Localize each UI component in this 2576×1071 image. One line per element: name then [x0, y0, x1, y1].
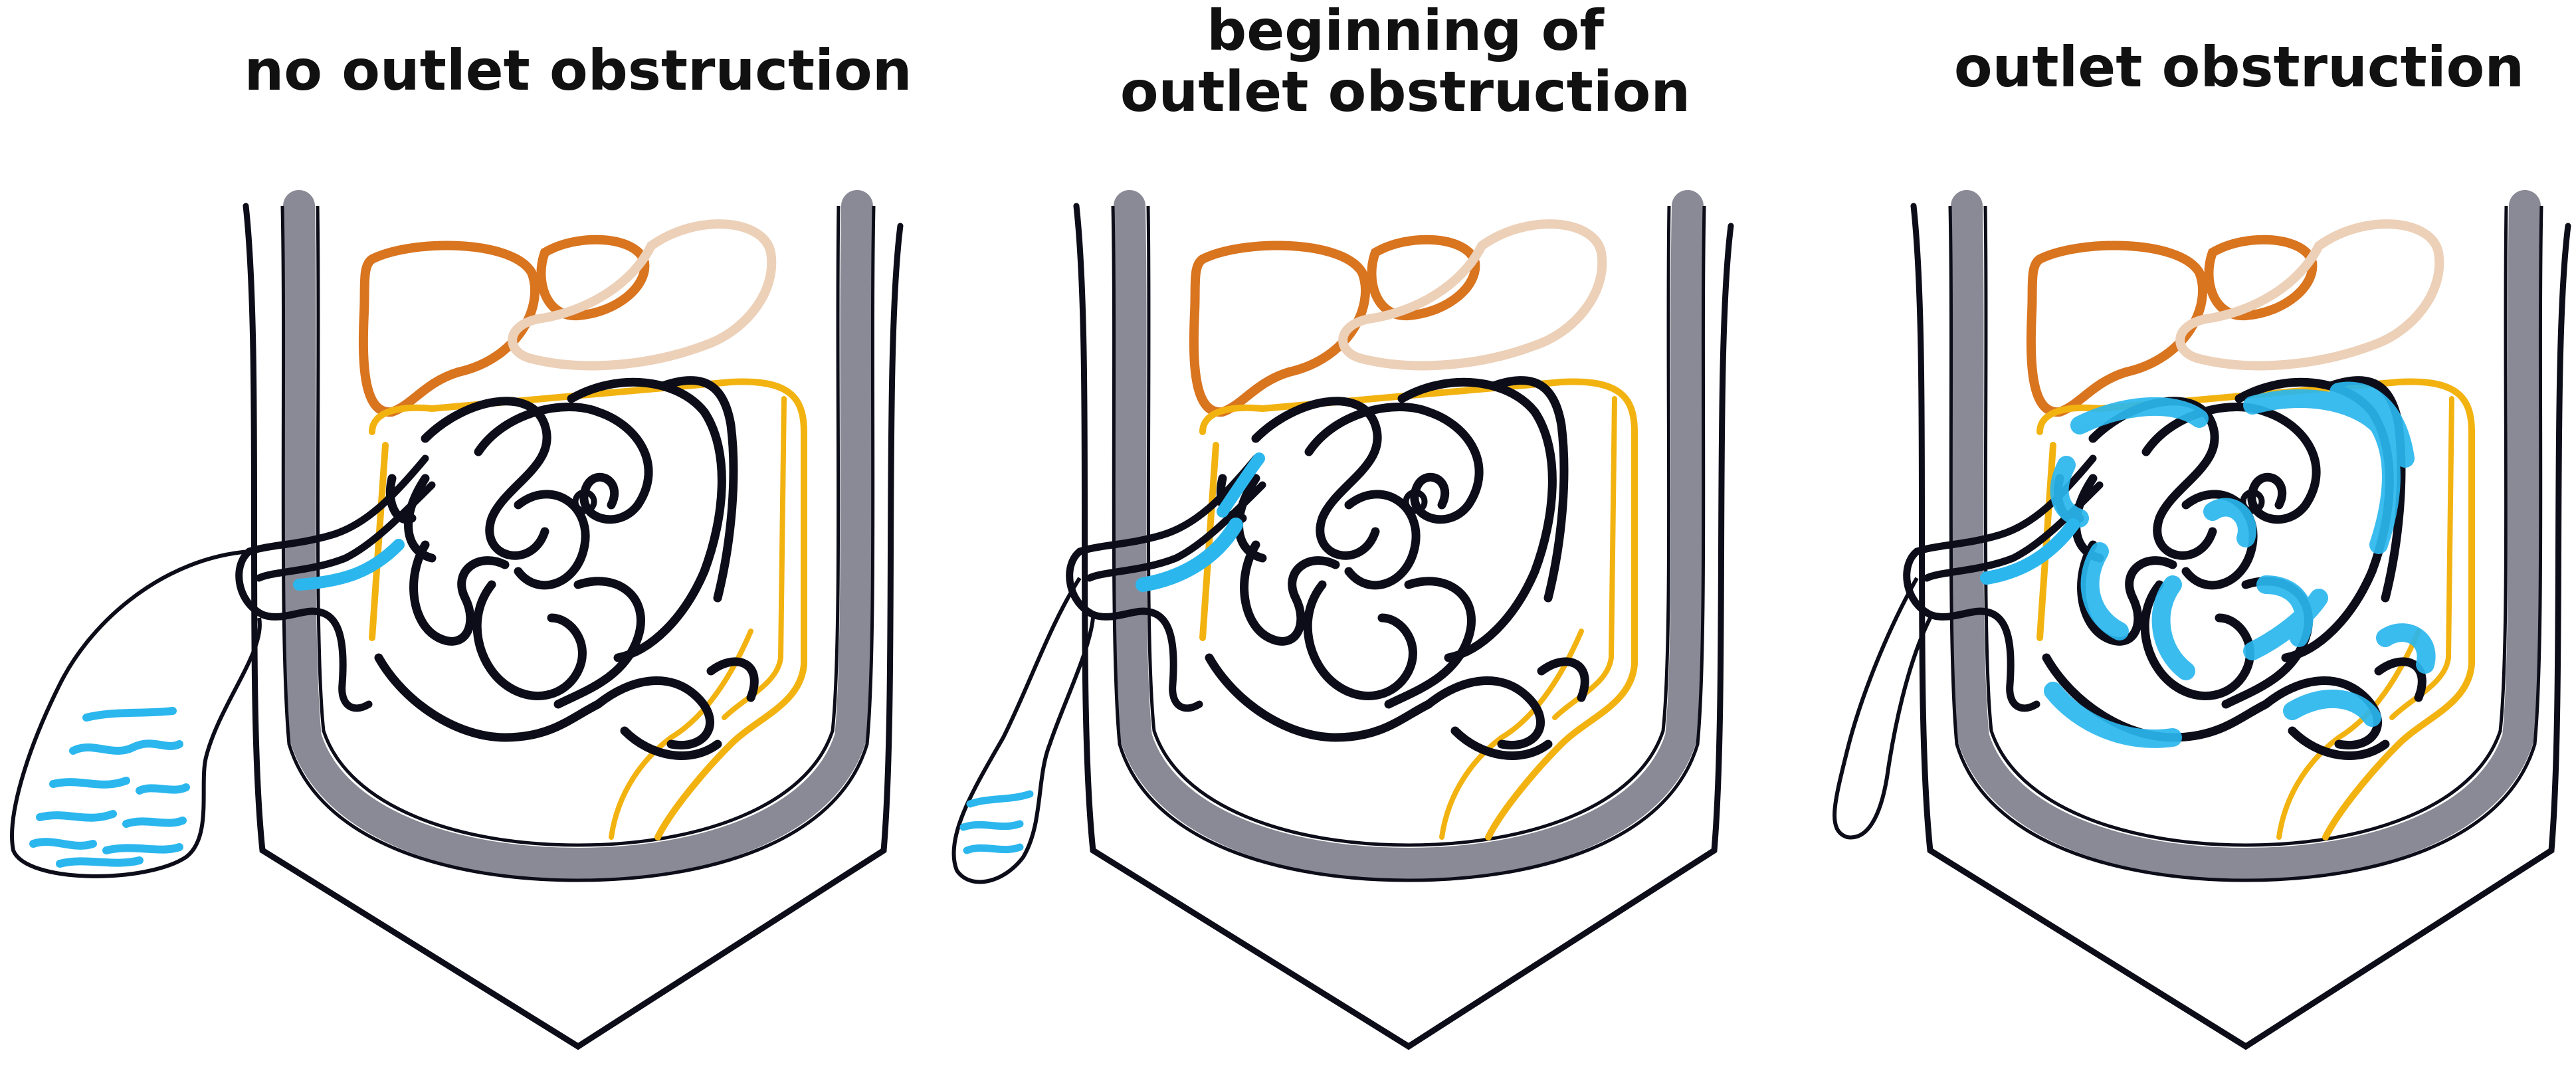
fluid-tube-segment	[1136, 518, 1243, 592]
panel-title-beginning-obstruction: beginning of outlet obstruction	[1120, 0, 1691, 125]
drainage-bag	[1833, 577, 1932, 840]
drainage-bag	[10, 549, 262, 878]
fluid-tube-segment	[1980, 518, 2080, 585]
abdomen-diagram-no-obstruction	[10, 0, 904, 1071]
drainage-bag	[951, 577, 1095, 884]
panel-title-outlet-obstruction: outlet obstruction	[1953, 35, 2525, 100]
fluid-loop-segment	[1217, 452, 1265, 518]
fluid-tube-segment	[293, 539, 405, 591]
bag-fluid	[959, 790, 1034, 854]
bowel-fluid	[2044, 381, 2436, 748]
abdomen-diagram-outlet-obstruction	[1833, 0, 2571, 1071]
bag-fluid	[29, 707, 190, 868]
panel-title-no-obstruction: no outlet obstruction	[244, 38, 912, 103]
abdomen-diagram-beginning-obstruction	[951, 0, 1734, 1071]
